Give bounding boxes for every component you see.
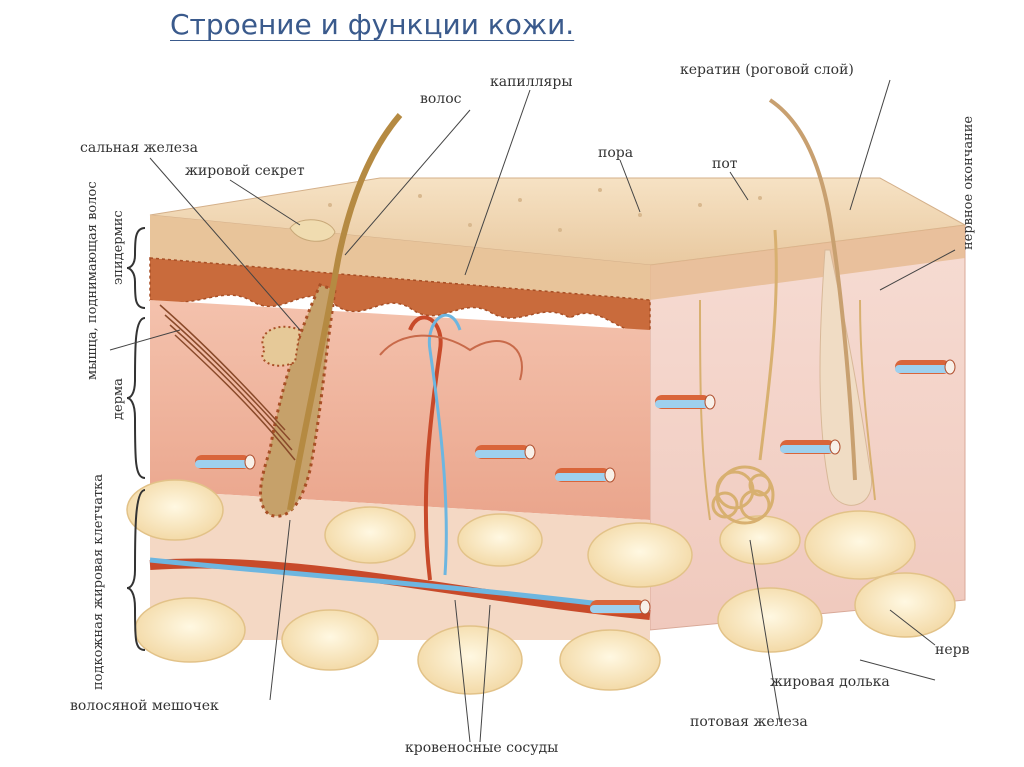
label-arrector-muscle: мышца, поднимающая волос	[85, 181, 100, 380]
label-epidermis: эпидермис	[111, 210, 126, 285]
label-nerve-ending: нервное окончание	[961, 116, 976, 250]
sebaceous-gland-shape	[262, 327, 300, 366]
label-fatty-secretion: жировой секрет	[185, 163, 305, 179]
label-sweat: пот	[712, 156, 738, 172]
label-sweat-gland: потовая железа	[690, 714, 808, 730]
label-capillaries: капилляры	[490, 74, 572, 90]
label-fat-lobule: жировая долька	[770, 674, 890, 690]
label-dermis: дерма	[111, 378, 126, 420]
label-sebaceous-gland: сальная железа	[80, 140, 198, 156]
label-hair: волос	[420, 91, 462, 107]
layer-brackets	[127, 228, 145, 650]
label-nerve: нерв	[935, 642, 970, 658]
label-keratin: кератин (роговой слой)	[680, 62, 854, 78]
label-subcutaneous-fat: подкожная жировая клетчатка	[91, 474, 106, 690]
label-pore: пора	[598, 145, 633, 161]
label-hair-follicle: волосяной мешочек	[70, 698, 219, 714]
label-blood-vessels: кровеносные сосуды	[405, 740, 558, 756]
dermis-layer	[150, 300, 650, 520]
